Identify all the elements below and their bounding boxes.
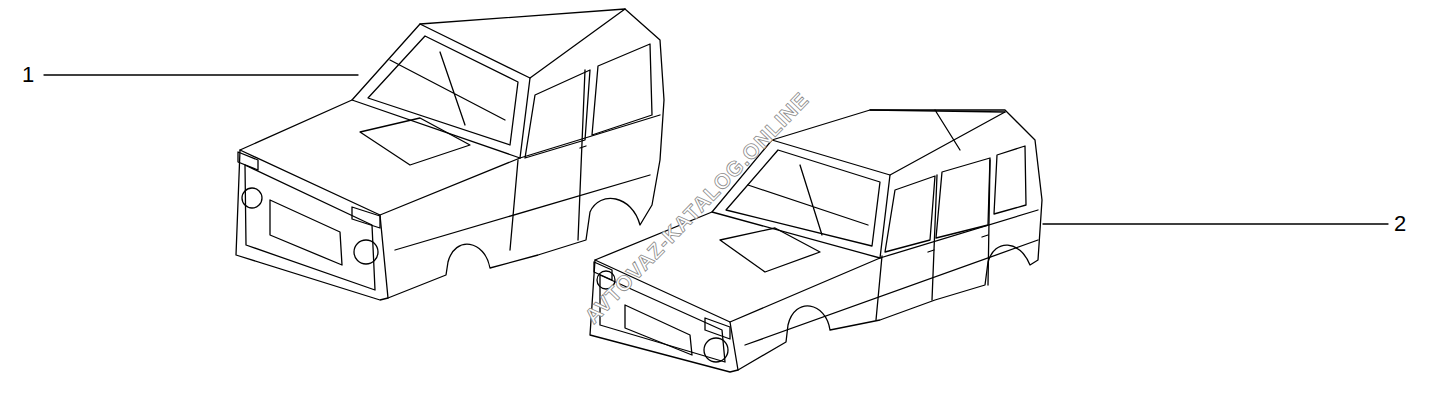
watermark: AVTOVAZ-KATALOG.ONLINE (580, 88, 814, 329)
leader-line (44, 74, 358, 75)
leader-line (1043, 223, 1388, 224)
body-3-door (236, 9, 664, 300)
callout-number: 1 (22, 64, 34, 86)
callout-number: 2 (1394, 213, 1406, 235)
